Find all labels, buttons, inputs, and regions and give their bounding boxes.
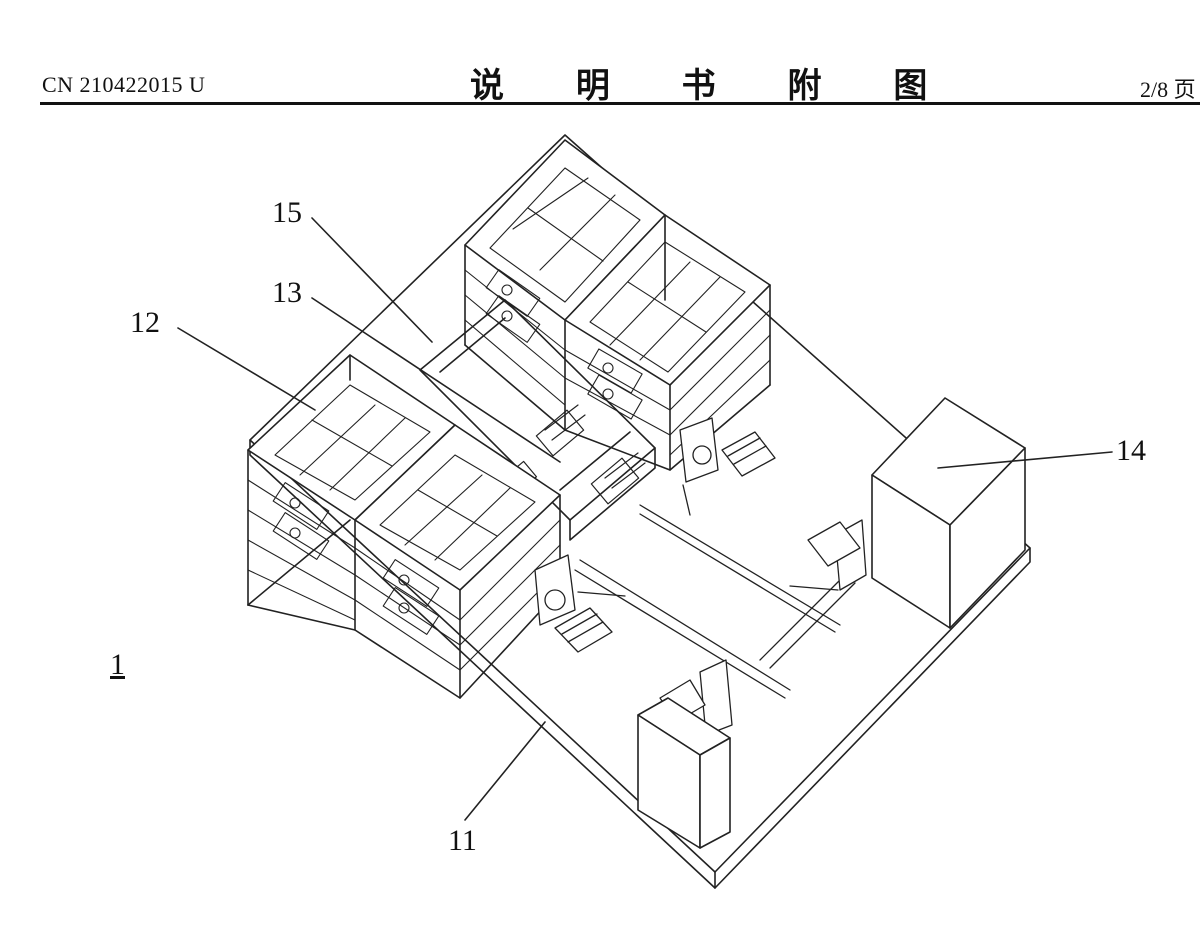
control-cabinet-large [871, 397, 1026, 629]
page-heading: 说 明 书 附 图 [470, 66, 958, 106]
control-cabinet-small [637, 697, 731, 849]
reference-numeral-14: 14 [1116, 434, 1146, 467]
reference-numeral-15: 15 [272, 196, 302, 229]
reference-leader-lines [177, 217, 1113, 821]
robot-units [534, 417, 867, 736]
document-number: CN 210422015 U [42, 72, 206, 97]
storage-rack-rear [464, 139, 771, 471]
header-rule [40, 102, 1200, 105]
storage-rack-front [247, 354, 561, 699]
reference-numeral-12: 12 [130, 306, 160, 339]
figure-label: 1 [110, 648, 125, 681]
reference-numeral-11: 11 [448, 824, 477, 857]
page-number: 2/8 页 [1140, 77, 1196, 102]
reference-numeral-13: 13 [272, 276, 302, 309]
